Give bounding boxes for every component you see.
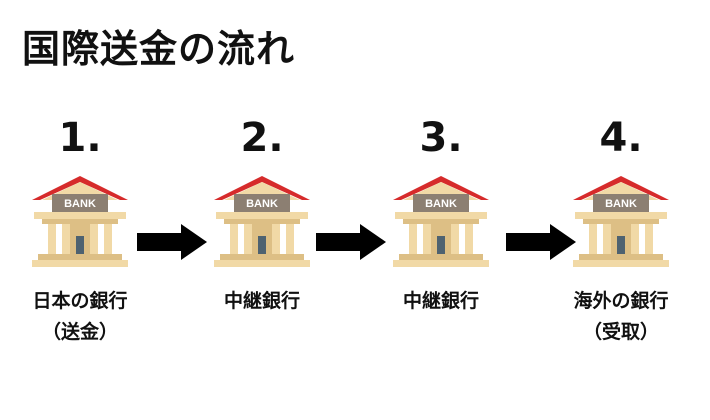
step-number: 4.: [599, 115, 643, 161]
step-2: 2. BANK 中継銀行: [187, 118, 337, 317]
bank-icon: BANK: [393, 176, 489, 267]
bank-sign: BANK: [64, 198, 96, 210]
step-label: 中継銀行: [223, 290, 300, 312]
step-label: 中継銀行: [402, 290, 479, 312]
bank-icon: BANK: [32, 176, 128, 267]
arrow-right-icon: [316, 224, 386, 260]
bank-icon: BANK: [214, 176, 310, 267]
arrow-right-icon: [506, 224, 576, 260]
bank-sign: BANK: [246, 198, 278, 210]
arrow-right-icon: [137, 224, 207, 260]
step-number: 2.: [240, 115, 284, 161]
step-1: 1. BANK 日本の銀行 （送金）: [5, 118, 155, 348]
step-label: 日本の銀行 （送金）: [32, 290, 128, 343]
step-4: 4. BANK 海外の銀行 （受取）: [546, 118, 696, 348]
step-label: 海外の銀行 （受取）: [573, 290, 669, 343]
step-number: 1.: [58, 115, 102, 161]
bank-icon: BANK: [573, 176, 669, 267]
step-3: 3. BANK 中継銀行: [366, 118, 516, 317]
bank-sign: BANK: [425, 198, 457, 210]
step-number: 3.: [419, 115, 463, 161]
bank-sign: BANK: [605, 198, 637, 210]
page-title: 国際送金の流れ: [22, 27, 296, 71]
